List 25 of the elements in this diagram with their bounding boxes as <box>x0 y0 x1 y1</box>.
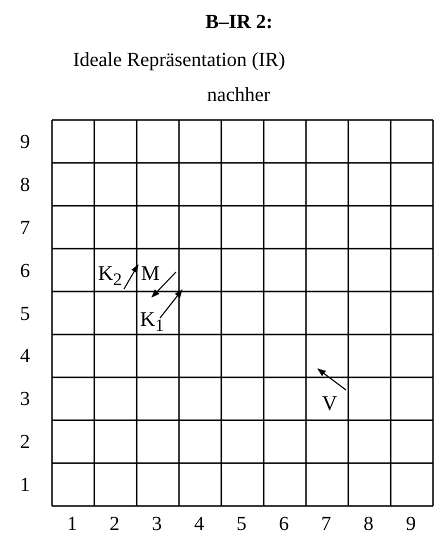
axis-label: 6 <box>278 514 289 534</box>
point-label: K$_{1}$ <box>140 309 164 335</box>
axis-label: 2 <box>110 514 120 534</box>
point-label: K$_{2}$ <box>98 263 122 289</box>
axis-label: 1 <box>67 514 78 534</box>
axis-label: 2 <box>20 432 30 452</box>
axis-label: 8 <box>20 174 30 195</box>
axis-label: 4 <box>194 514 204 534</box>
axis-label: 9 <box>20 132 30 152</box>
title: B–IR 2: <box>204 12 274 32</box>
axis-label: 5 <box>20 304 30 324</box>
axis-label: 7 <box>321 514 332 534</box>
axis-label: 4 <box>20 346 30 366</box>
point-label: V <box>322 393 338 414</box>
axis-label: 7 <box>20 218 30 238</box>
subtitle: Ideale Repräsentation (IR) <box>73 50 286 70</box>
subtitle: nachher <box>207 85 270 105</box>
axis-label: 5 <box>236 514 246 534</box>
axis-label: 6 <box>20 260 30 281</box>
axis-label: 3 <box>152 514 162 534</box>
axis-label: 9 <box>406 514 416 534</box>
axis-label: 1 <box>20 475 30 496</box>
axis-label: 8 <box>364 514 374 534</box>
axis-label: 3 <box>20 389 30 410</box>
point-label: M <box>141 263 160 284</box>
